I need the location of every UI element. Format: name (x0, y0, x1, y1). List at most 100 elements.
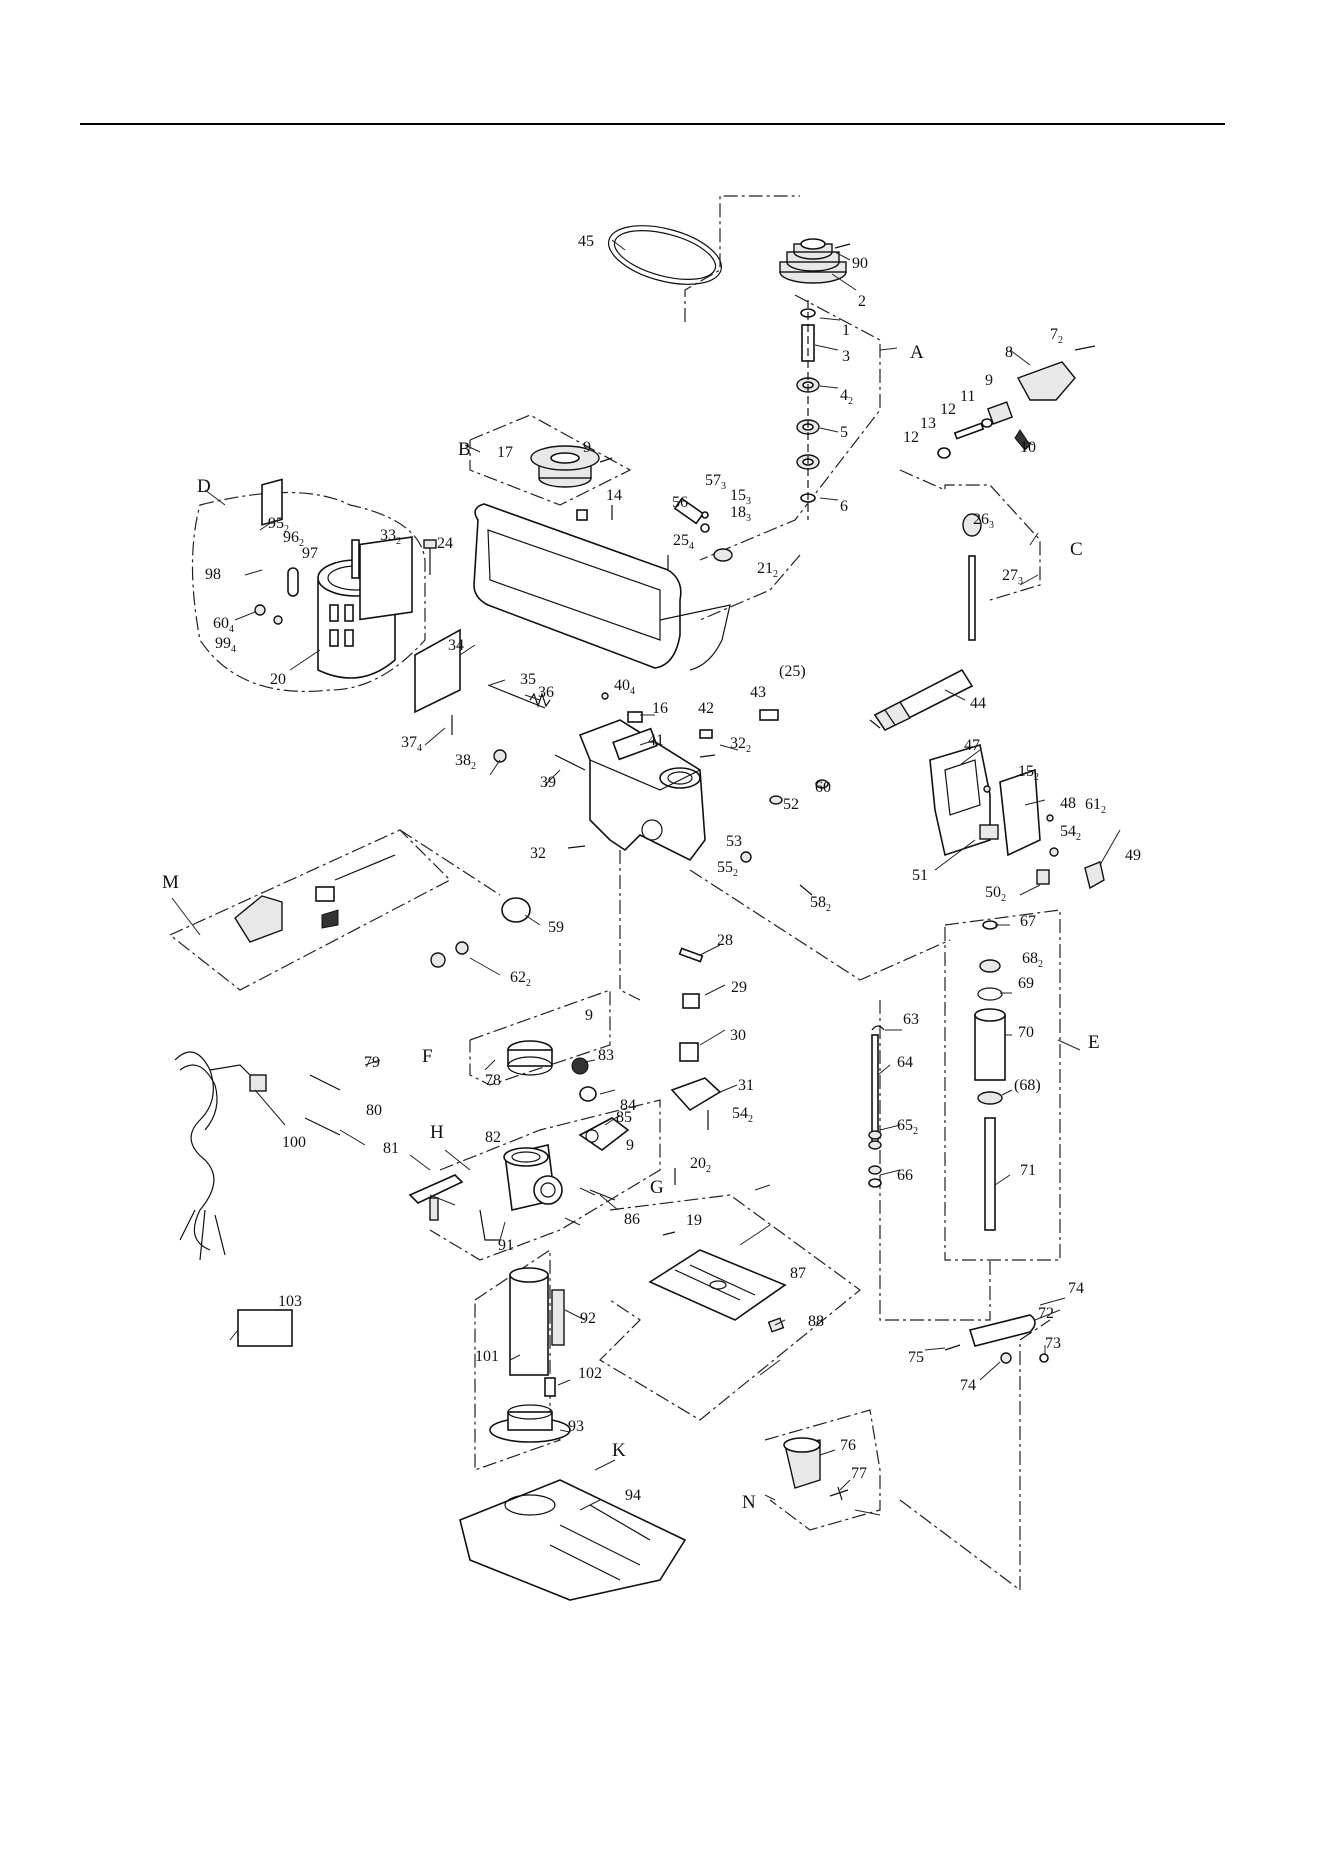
part-label-87: 87 (790, 1265, 806, 1282)
part-label-45: 45 (578, 233, 594, 250)
part-label-26-qty: 3 (989, 520, 994, 531)
nut-65b (868, 1140, 882, 1150)
washer-73 (1039, 1353, 1049, 1363)
part-label-30: 30 (730, 1027, 746, 1044)
group-label-C: C (1070, 539, 1083, 560)
part-label-88: 88 (808, 1313, 824, 1330)
part-label-1: 1 (842, 322, 850, 339)
group-label-E: E (1088, 1032, 1100, 1053)
part-label-85: 85 (616, 1109, 632, 1126)
part-18 (700, 523, 710, 533)
part-61 (1046, 814, 1054, 822)
part-label-53: 53 (726, 833, 742, 850)
part-label-81: 81 (383, 1140, 399, 1157)
part-label-54b: 542 (732, 1105, 753, 1125)
part-label-60a-qty: 4 (229, 624, 234, 635)
boundary-k (474, 1248, 561, 1471)
part-label-4: 42 (840, 387, 853, 407)
part-label-10: 10 (1020, 439, 1036, 456)
part-label-33: 332 (380, 527, 401, 547)
part-label-84: 84 (620, 1097, 636, 1114)
bolt-33-head (423, 539, 437, 549)
part-label-27: 273 (1002, 567, 1023, 587)
part-label-80: 80 (366, 1102, 382, 1119)
switch-knob-m (321, 909, 339, 929)
part-label-68a-qty: 2 (1038, 959, 1043, 970)
spindle-pulley-part-2 (779, 238, 847, 284)
part-label-44: 44 (970, 695, 986, 712)
part-label-54b-qty: 2 (748, 1114, 753, 1125)
group-label-N: N (742, 1492, 756, 1513)
part-91 (479, 1209, 500, 1241)
part-29 (682, 993, 700, 1009)
part-label-102: 102 (578, 1365, 602, 1382)
part-label-71: 71 (1020, 1162, 1036, 1179)
part-label-55-qty: 2 (733, 868, 738, 879)
gear-83 (571, 1057, 589, 1075)
nut-65a (868, 1130, 882, 1140)
boundary-right-lower (899, 1319, 1051, 1592)
crank-81 (408, 1174, 464, 1204)
part-label-79: 79 (364, 1054, 380, 1071)
group-label-M: M (162, 872, 179, 893)
part-55 (740, 851, 752, 863)
belt-guard-part-24 (473, 503, 731, 671)
part-label-27-qty: 3 (1018, 576, 1023, 587)
part-label-33-qty: 2 (396, 536, 401, 547)
boundary-head-bottom (689, 869, 951, 981)
part-label-32b: 32 (530, 845, 546, 862)
part-label-21: 212 (757, 560, 778, 580)
boundary-b (469, 414, 632, 506)
part-label-74a: 74 (1068, 1280, 1084, 1297)
part-label-12b: 12 (903, 429, 919, 446)
part-label-31: 31 (738, 1077, 754, 1094)
base-94 (459, 1479, 687, 1601)
part-label-56: 56 (672, 494, 688, 511)
bearing-68b (977, 1091, 1003, 1105)
part-label-29: 29 (731, 979, 747, 996)
part-label-103: 103 (278, 1293, 302, 1310)
part-label-58-qty: 2 (826, 903, 831, 914)
part-label-64: 64 (897, 1054, 913, 1071)
part-label-6: 6 (840, 498, 848, 515)
part-label-38-qty: 2 (471, 761, 476, 772)
part-label-57: 573 (705, 472, 726, 492)
part-label-101: 101 (475, 1348, 499, 1365)
boundary-f (469, 989, 611, 1086)
part-label-20b-qty: 2 (706, 1164, 711, 1175)
part-label-15a-qty: 3 (746, 496, 751, 507)
part-42 (699, 729, 713, 739)
part-label-82: 82 (485, 1129, 501, 1146)
flange-93-top (507, 1404, 553, 1420)
knob-59 (501, 897, 531, 923)
bolt-102 (544, 1377, 556, 1397)
part-label-62-qty: 2 (526, 978, 531, 989)
part-label-97: 97 (302, 545, 318, 562)
boundary-d (191, 491, 426, 693)
motor-plate-34 (414, 628, 461, 714)
bracket-31 (670, 1077, 722, 1112)
part-label-26: 263 (973, 511, 994, 531)
switch-shaft-m (334, 854, 396, 881)
label-plate-103 (237, 1309, 293, 1347)
chuck-key-77-t (837, 1486, 843, 1501)
part-label-39: 39 (540, 774, 556, 791)
part-16 (627, 711, 643, 723)
motor-pulley-part-17 (530, 445, 613, 488)
screw-19 (662, 1231, 676, 1236)
switch-cover-m (234, 895, 283, 943)
part-66a (868, 1165, 882, 1175)
belt-part-45 (607, 225, 723, 285)
boundary-c (899, 469, 1041, 601)
part-label-51: 51 (912, 867, 928, 884)
part-label-86: 86 (624, 1211, 640, 1228)
group-label-G: G (650, 1177, 664, 1198)
boundary-m-link (399, 829, 501, 896)
part-41 (612, 727, 658, 761)
part-label-9b: 9 (583, 439, 591, 456)
header-rule (80, 123, 1225, 125)
part-label-9d: 9 (626, 1137, 634, 1154)
shaft-27 (968, 555, 976, 641)
